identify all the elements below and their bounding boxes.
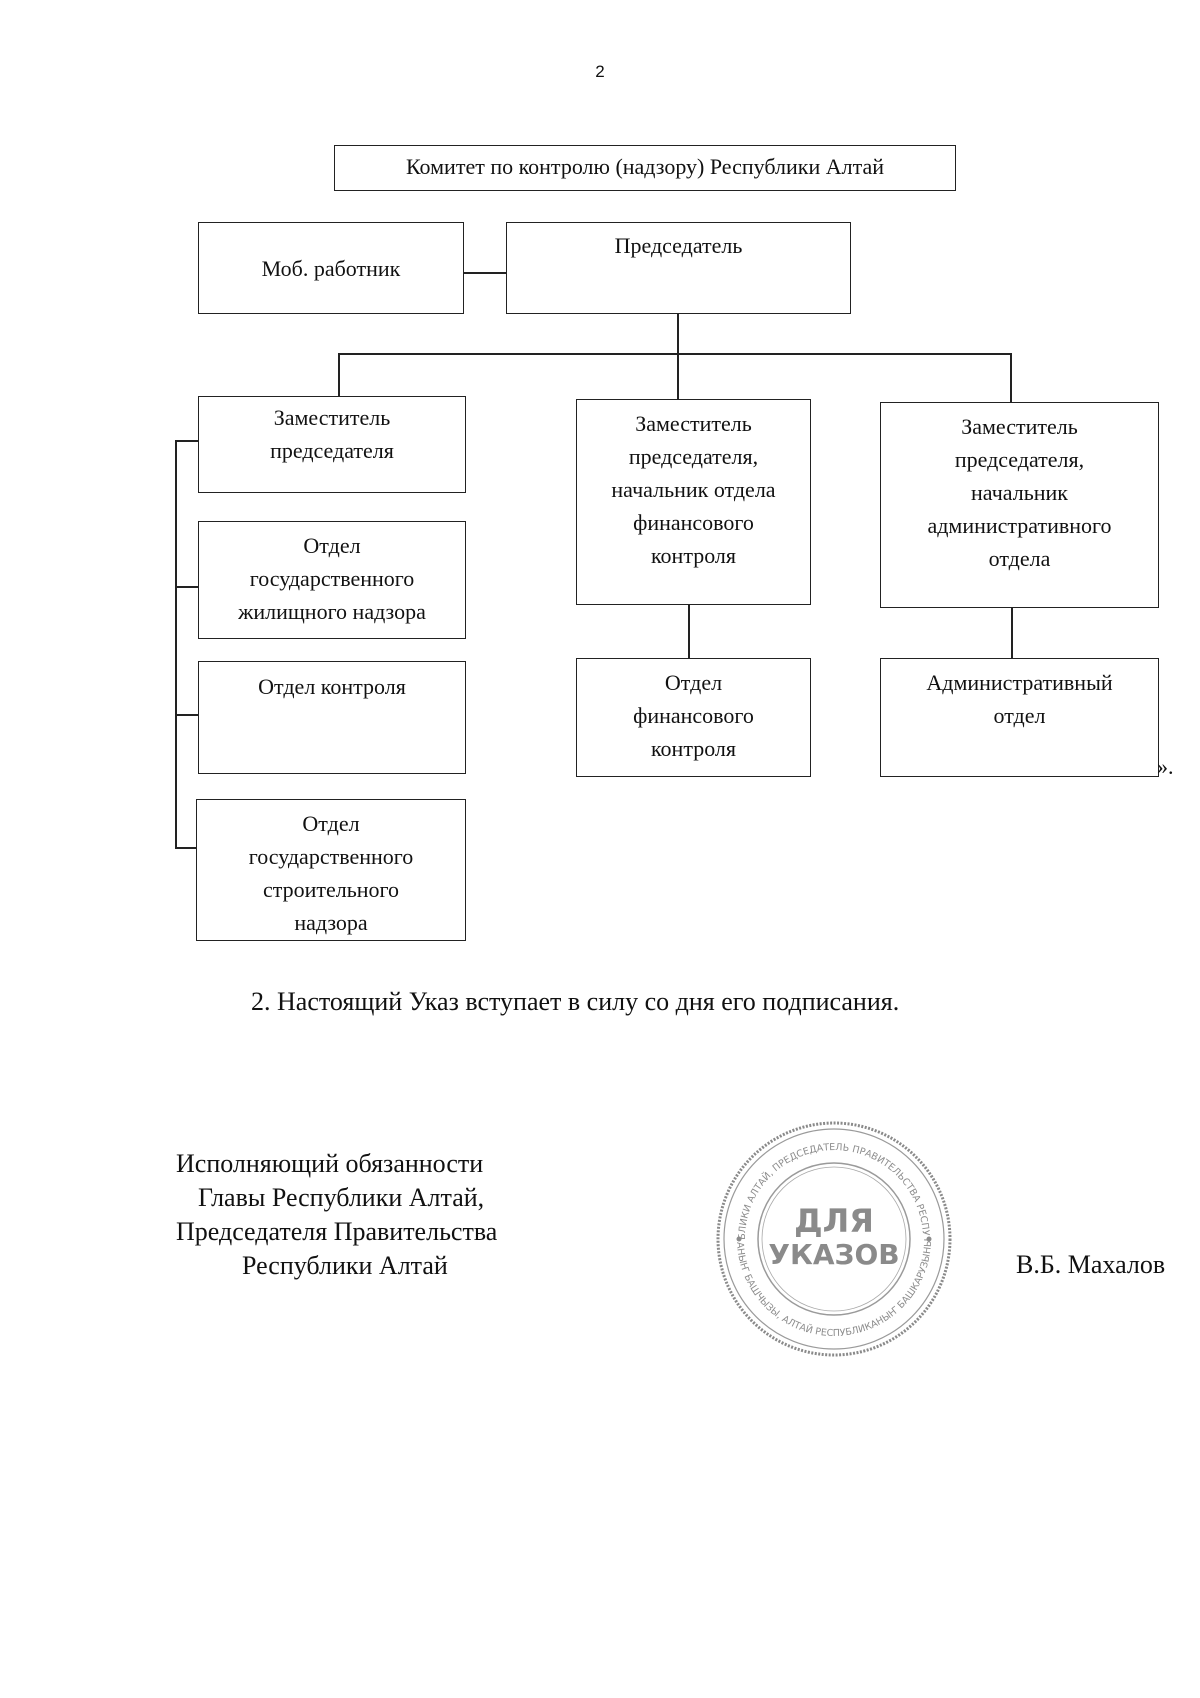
dept-admin-line: Административный [926,670,1113,695]
connector-left-housing [175,586,198,588]
closing-quote: ». [1157,754,1174,779]
dept-housing-line: жилищного надзора [238,599,426,624]
deputy-2-line: председателя, [628,444,759,469]
deputy-2-line: финансового [633,510,754,535]
deputy-3-line: отдела [988,546,1051,571]
dept-admin-box: Административный отдел [880,658,1159,777]
deputy-1-line: председателя [270,438,394,463]
deputy-3-line: председателя, [954,447,1085,472]
chairman-label: Председатель [614,233,743,258]
official-stamp: ГЛАВА РЕСПУБЛИКИ АЛТАЙ, ПРЕДСЕДАТЕЛЬ ПРА… [715,1120,952,1357]
connector-left-control [175,714,198,716]
chairman-box: Председатель [506,222,851,314]
dept-control-line: Отдел контроля [258,674,406,699]
chart-title: Комитет по контролю (надзору) Республики… [405,154,885,179]
dept-admin-line: отдел [993,703,1046,728]
chart-title-box: Комитет по контролю (надзору) Республики… [334,145,956,191]
signature-position-line: Председателя Правительства [176,1217,498,1246]
connector-chairman-down [677,314,679,354]
signature-position-line: Исполняющий обязанности [176,1149,484,1178]
dept-finance-line: Отдел [664,670,723,695]
deputy-3-box: Заместитель председателя, начальник адми… [880,402,1159,608]
signature-position-line: Главы Республики Алтай, [198,1183,485,1212]
connector-deputy-3-admin [1011,608,1013,658]
connector-left-construction [175,847,198,849]
connector-to-deputy-3 [1010,353,1012,402]
connector-to-deputy-1 [338,353,340,396]
connector-left-deputy-1 [175,440,198,442]
dept-housing-line: государственного [249,566,415,591]
deputy-2-line: контроля [650,543,737,568]
dept-finance-line: контроля [650,736,737,761]
page-number: 2 [595,62,605,81]
paragraph-2: 2. Настоящий Указ вступает в силу со дня… [251,987,900,1016]
deputy-2-line: начальник отдела [611,477,776,502]
deputy-1-box: Заместитель председателя [198,396,466,493]
mob-worker-label: Моб. работник [261,255,401,281]
signature-name: В.Б. Махалов [1016,1250,1166,1279]
dept-finance-box: Отдел финансового контроля [576,658,811,777]
deputy-3-line: начальник [971,480,1068,505]
mob-worker-box: Моб. работник [198,222,464,314]
deputy-2-box: Заместитель председателя, начальник отде… [576,399,811,605]
deputy-3-line: административного [927,513,1112,538]
signature-position: Исполняющий обязанности Главы Республики… [176,1147,546,1283]
dept-construction-line: строительного [262,877,400,902]
dept-finance-line: финансового [633,703,754,728]
deputy-2-line: Заместитель [635,411,752,436]
dept-housing-line: Отдел [303,533,361,558]
connector-mob-chairman [464,272,506,274]
connector-horizontal-bus [338,353,1011,355]
stamp-center-line-2: УКАЗОВ [768,1238,899,1271]
deputy-3-line: Заместитель [961,414,1078,439]
dept-construction-box: Отдел государственного строительного над… [196,799,466,941]
signature-position-line: Республики Алтай [242,1251,448,1280]
dept-construction-line: государственного [248,844,414,869]
stamp-center-line-1: ДЛЯ [794,1202,874,1240]
deputy-1-line: Заместитель [273,405,391,430]
dept-construction-line: надзора [294,910,368,935]
dept-control-box: Отдел контроля [198,661,466,774]
connector-deputy-2-finance [688,605,690,658]
dept-construction-line: Отдел [302,811,360,836]
connector-to-deputy-2 [677,353,679,399]
connector-left-vertical [175,440,177,849]
dept-housing-box: Отдел государственного жилищного надзора [198,521,466,639]
